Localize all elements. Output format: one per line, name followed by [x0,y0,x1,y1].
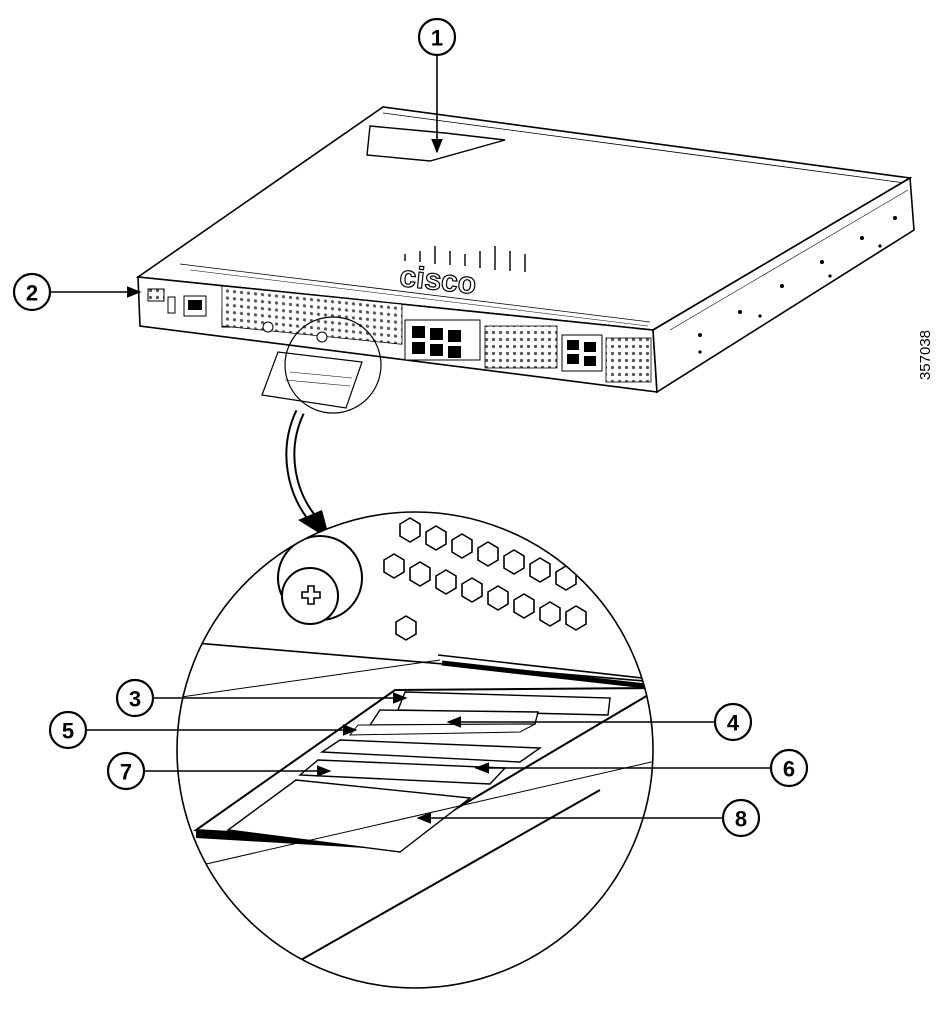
callout-8: 8 [721,798,761,838]
svg-text:6: 6 [783,757,795,782]
zoom-vent-holes [383,517,587,641]
side-panel-screws [698,216,897,354]
zoom-thumbscrew [277,535,363,625]
zoom-detail [176,511,654,989]
callout-1: 1 [417,17,457,57]
callout-7: 7 [106,751,146,791]
label-strip-6 [319,739,543,763]
callout-4: 4 [713,702,753,742]
zoom-detail-border [176,511,654,989]
callout-3: 3 [115,678,155,718]
svg-text:4: 4 [727,711,740,736]
svg-text:2: 2 [26,281,38,306]
magnify-circle [284,316,382,414]
cisco-logo [404,246,526,272]
pull-out-label-tab [261,351,363,409]
label-area-8 [226,779,472,853]
figure-id-number: 357038 [917,330,934,380]
leader-lines [50,55,771,824]
label-strip-3 [396,691,611,716]
svg-text:3: 3 [129,687,141,712]
callout-2: 2 [12,272,52,312]
callout-6: 6 [769,748,809,788]
router-chassis: cisco [135,106,915,414]
svg-text:7: 7 [120,760,132,785]
svg-text:8: 8 [735,807,747,832]
svg-text:5: 5 [62,719,74,744]
label-strip-7 [298,759,507,785]
callout-5: 5 [48,710,88,750]
zoom-arrow [285,409,330,540]
svg-text:1: 1 [431,26,443,51]
front-panel-ports [147,285,652,383]
